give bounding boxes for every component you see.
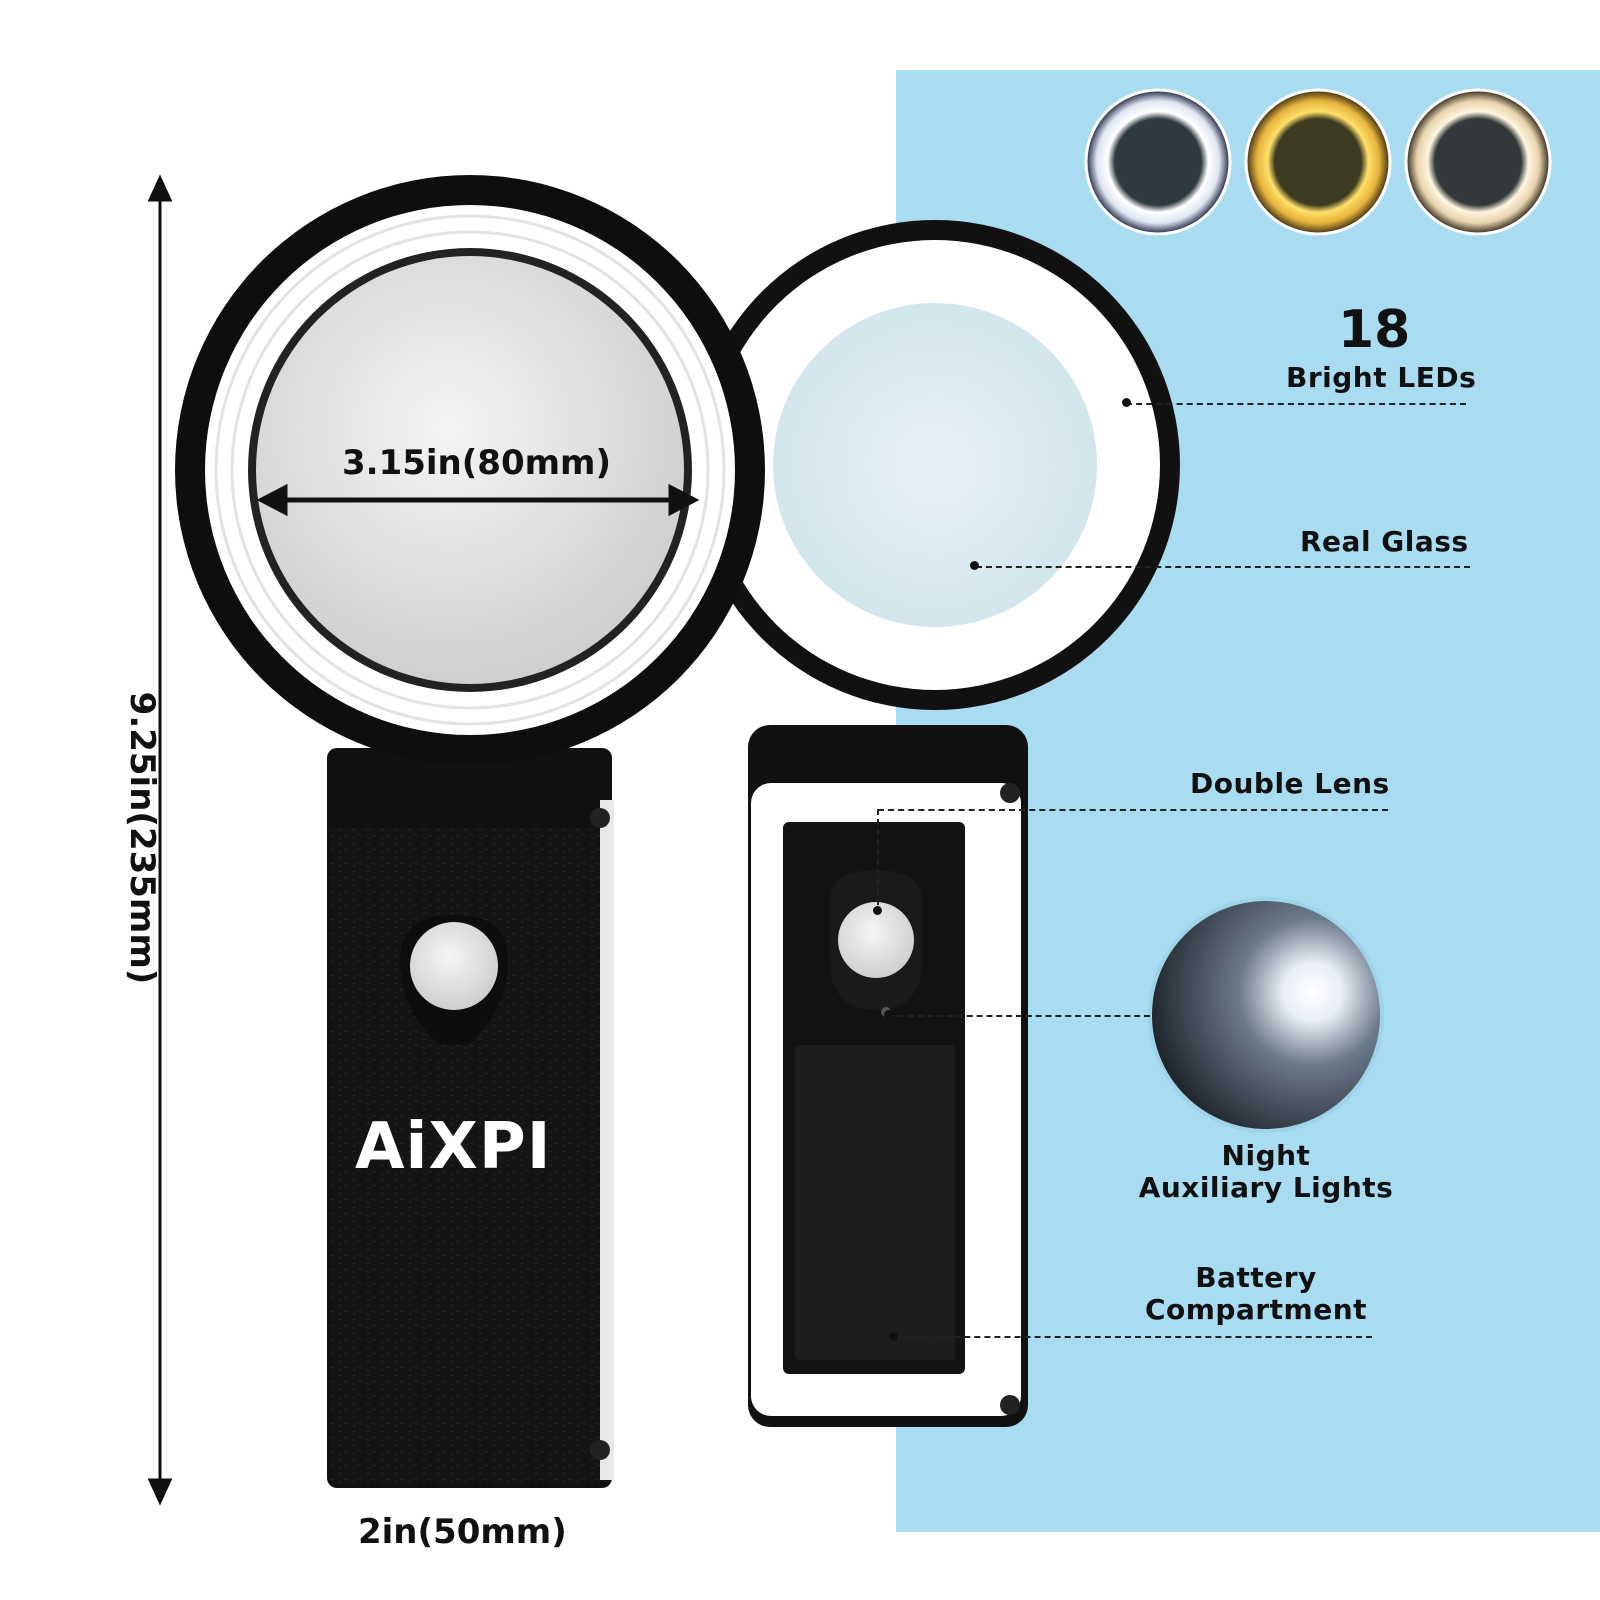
leader-dot-double-lens: [873, 906, 882, 915]
lens-diameter-label: 3.15in(80mm): [342, 443, 611, 483]
night-lights-line1: Night: [1221, 1139, 1311, 1172]
light-mode-yellow: [1244, 88, 1392, 236]
leader-dot-night: [884, 1010, 893, 1019]
leader-dot-leds: [1122, 398, 1131, 407]
double-lens-label: Double Lens: [1190, 767, 1390, 800]
leader-dot-battery: [889, 1332, 898, 1341]
magnifier-front: [175, 175, 765, 1488]
brand-logo: AiXPI: [355, 1110, 552, 1184]
led-label: Bright LEDs: [1286, 361, 1477, 394]
lens-diameter-arrow: [256, 483, 700, 517]
leader-line-double-lens-drop: [877, 809, 879, 905]
leader-line-night: [888, 1015, 1150, 1017]
light-mode-white: [1084, 88, 1232, 236]
light-mode-thumbnails: [1084, 88, 1552, 236]
night-light-closeup: [1148, 897, 1384, 1133]
leader-dot-glass: [970, 561, 979, 570]
magnifier-back: [690, 220, 1180, 1427]
battery-line1: Battery: [1195, 1261, 1317, 1294]
battery-line2: Compartment: [1144, 1293, 1368, 1326]
led-count: 18: [1338, 300, 1411, 360]
leader-line-double-lens: [878, 809, 1388, 811]
glass-label: Real Glass: [1300, 525, 1469, 558]
night-lights-label: Night Auxiliary Lights: [1138, 1140, 1394, 1204]
height-label: 9.25in(235mm): [122, 691, 162, 985]
height-arrow: [147, 174, 173, 1506]
width-label: 2in(50mm): [358, 1512, 567, 1552]
leader-line-battery: [894, 1336, 1372, 1338]
night-lights-line2: Auxiliary Lights: [1138, 1171, 1394, 1204]
leader-line-leds: [1126, 403, 1466, 405]
light-mode-neutral: [1404, 88, 1552, 236]
leader-line-glass: [976, 566, 1470, 568]
battery-label: Battery Compartment: [1136, 1262, 1376, 1326]
